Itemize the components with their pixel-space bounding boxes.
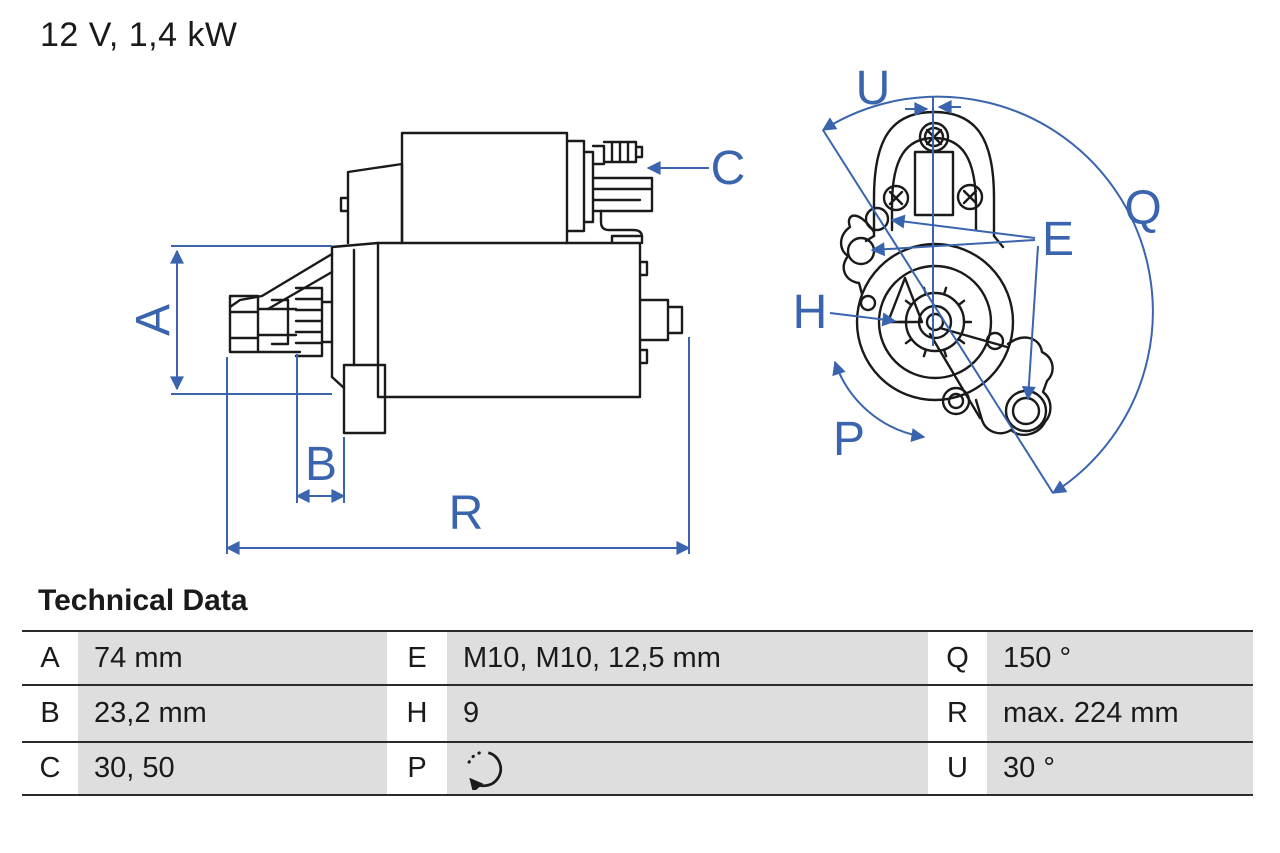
pinion-spacer bbox=[320, 300, 334, 344]
dim-label-u: U bbox=[856, 62, 891, 115]
dim-label-p: P bbox=[833, 413, 865, 466]
table-row: A 74 mm E M10, M10, 12,5 mm Q 150 ° bbox=[22, 630, 1253, 684]
dim-key-h: H bbox=[387, 686, 447, 741]
shaft bbox=[256, 307, 298, 337]
dim-p-arc bbox=[832, 360, 926, 442]
dim-label-q: Q bbox=[1124, 182, 1161, 235]
dim-e-line-2 bbox=[870, 239, 1036, 257]
solenoid bbox=[400, 131, 569, 245]
dim-label-b: B bbox=[305, 438, 337, 491]
motor-body bbox=[376, 241, 642, 399]
rotation-direction-icon bbox=[467, 750, 503, 790]
bracket-arm bbox=[228, 252, 334, 311]
housing-outer-circle bbox=[855, 242, 1015, 402]
dim-e-line-1 bbox=[890, 214, 1036, 239]
dim-key-e: E bbox=[387, 632, 447, 684]
spade-connector bbox=[591, 176, 654, 213]
dim-h-arrow bbox=[829, 312, 897, 327]
dim-value-r: max. 224 mm bbox=[987, 686, 1253, 741]
dim-label-r: R bbox=[449, 487, 484, 540]
dim-value-e: M10, M10, 12,5 mm bbox=[447, 632, 928, 684]
dim-key-q: Q bbox=[928, 632, 987, 684]
dim-key-b: B bbox=[22, 686, 78, 741]
front-view-dimensions bbox=[821, 95, 1154, 494]
dim-key-u: U bbox=[928, 743, 987, 794]
solenoid-bracket bbox=[339, 162, 404, 245]
dim-e-line-3 bbox=[1021, 245, 1039, 401]
connector-support bbox=[599, 209, 644, 245]
right-flange-hole bbox=[1011, 396, 1041, 426]
rear-boss bbox=[638, 298, 684, 342]
dim-q-arc bbox=[821, 95, 1154, 494]
front-view-drawing bbox=[839, 110, 1054, 437]
shaft-collar bbox=[270, 298, 290, 346]
dim-label-a: A bbox=[127, 304, 180, 336]
bell-bottom bbox=[330, 375, 346, 390]
technical-drawing: A B C R bbox=[127, 62, 1162, 555]
dim-value-u: 30 ° bbox=[987, 743, 1253, 794]
technical-data-table: A 74 mm E M10, M10, 12,5 mm Q 150 ° B 23… bbox=[22, 630, 1253, 796]
table-row: B 23,2 mm H 9 R max. 224 mm bbox=[22, 684, 1253, 741]
dim-a-extensions bbox=[171, 245, 332, 395]
terminal-stud bbox=[591, 140, 644, 166]
dim-value-a: 74 mm bbox=[78, 632, 387, 684]
right-flange bbox=[974, 336, 1054, 437]
page-title: 12 V, 1,4 kW bbox=[40, 16, 238, 54]
dim-label-h: H bbox=[793, 286, 828, 339]
body-top-notch bbox=[610, 234, 642, 245]
mounting-foot bbox=[342, 363, 387, 435]
bracket-nose bbox=[228, 294, 302, 354]
dim-value-h: 9 bbox=[447, 686, 928, 741]
dim-value-b: 23,2 mm bbox=[78, 686, 387, 741]
right-screw-cross bbox=[962, 189, 978, 205]
dim-r-extensions bbox=[226, 337, 690, 554]
dim-key-c: C bbox=[22, 743, 78, 794]
side-view-drawing bbox=[228, 131, 684, 435]
side-view-dimensions bbox=[170, 161, 709, 555]
dim-label-c: C bbox=[711, 142, 746, 195]
dim-key-r: R bbox=[928, 686, 987, 741]
dim-value-q: 150 ° bbox=[987, 632, 1253, 684]
dim-value-p bbox=[447, 743, 928, 794]
pinion-gear-side bbox=[294, 286, 324, 358]
dim-key-a: A bbox=[22, 632, 78, 684]
section-title: Technical Data bbox=[38, 584, 248, 617]
table-row: C 30, 50 P U 30 ° bbox=[22, 741, 1253, 796]
flange-face bbox=[330, 245, 356, 379]
dim-value-c: 30, 50 bbox=[78, 743, 387, 794]
flange-hole-mid bbox=[846, 236, 876, 266]
dim-key-p: P bbox=[387, 743, 447, 794]
dim-label-e: E bbox=[1042, 213, 1074, 266]
body-lugs bbox=[638, 260, 649, 365]
solenoid-cap bbox=[565, 139, 595, 233]
flange-hole-small bbox=[859, 294, 877, 312]
bell-top bbox=[330, 241, 380, 249]
